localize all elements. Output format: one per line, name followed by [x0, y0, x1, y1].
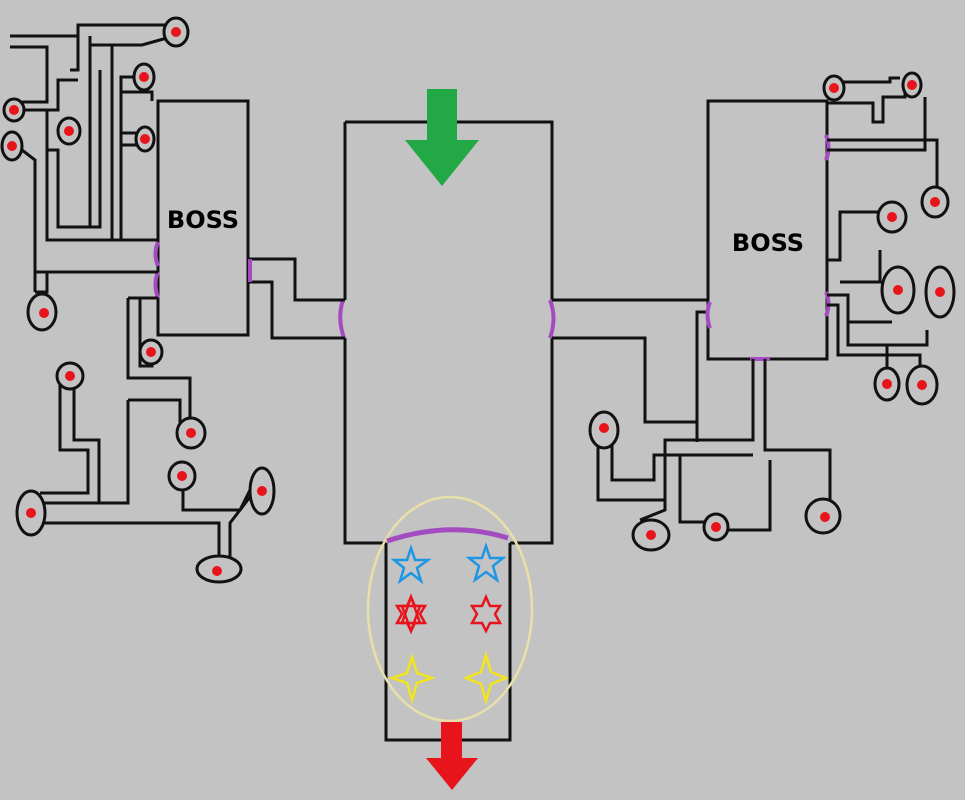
treasure-door — [386, 527, 509, 544]
pickup-icon — [177, 471, 187, 481]
left-boss-doors — [153, 241, 252, 299]
pickup-icon — [599, 423, 609, 433]
central-hall — [343, 120, 554, 545]
pickup-icon — [26, 508, 36, 518]
pickup-icon — [887, 212, 897, 222]
hexagram-icon — [394, 593, 428, 635]
pickup-icon — [171, 27, 181, 37]
pickup-icon — [930, 197, 940, 207]
corridor-left-to-hall — [248, 257, 345, 340]
pickup-icon — [829, 83, 839, 93]
pickup-icon — [646, 530, 656, 540]
hexagram-icon — [469, 593, 503, 634]
hall-doors — [338, 299, 556, 339]
pickup-icon — [820, 512, 830, 522]
pickup-icon — [146, 347, 156, 357]
boss-label-left: BOSS — [167, 206, 239, 234]
pickup-icon — [711, 522, 721, 532]
pickup-dots — [7, 27, 945, 576]
four-point-star-icon — [462, 650, 510, 706]
corridor-hall-to-right — [552, 298, 708, 424]
pickup-icon — [7, 141, 17, 151]
pickup-icon — [39, 308, 49, 318]
pickup-icon — [9, 105, 19, 115]
pickup-icon — [893, 285, 903, 295]
pickup-icon — [64, 126, 74, 136]
treasure-items — [388, 542, 510, 706]
pickup-icon — [65, 371, 75, 381]
entrance-arrow-icon — [405, 89, 479, 186]
pickup-icon — [917, 380, 927, 390]
pickup-icon — [257, 486, 267, 496]
treasure-area-ring — [366, 495, 534, 723]
door-left-hall — [338, 299, 346, 339]
pickup-icon — [139, 72, 149, 82]
star-icon — [465, 542, 507, 584]
central-hall-wall — [343, 120, 554, 545]
pickup-icon — [186, 428, 196, 438]
boss-label-right: BOSS — [732, 229, 804, 257]
pickup-icon — [935, 287, 945, 297]
pickup-icon — [882, 379, 892, 389]
pickup-icon — [907, 80, 917, 90]
four-point-star-icon — [388, 652, 436, 705]
star-icon — [390, 544, 432, 585]
pickup-icon — [140, 134, 150, 144]
room-nodes — [0, 16, 956, 584]
left-maze-corridors — [10, 23, 252, 567]
right-maze-corridors — [596, 76, 939, 532]
exit-arrow-icon — [426, 722, 478, 790]
right-boss-doors — [705, 134, 831, 361]
pickup-icon — [212, 566, 222, 576]
door-right-hall — [548, 299, 556, 339]
boss-room-left — [156, 99, 250, 337]
